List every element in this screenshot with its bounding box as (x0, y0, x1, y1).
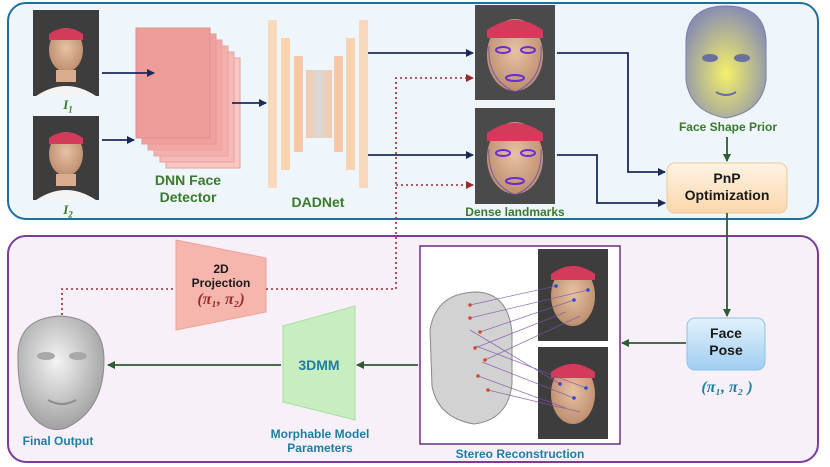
face-pose-box (686, 317, 766, 371)
stereo-reconstruction-block (419, 245, 621, 445)
input-photo-2 (33, 116, 99, 200)
arrow-landmarks1-to-pnp (557, 52, 666, 176)
label-projection-params: (π₁, π₂) (197, 291, 245, 308)
label-i1: I1 (63, 97, 73, 115)
input-photo-1 (33, 10, 99, 96)
label-face-pose-params: (π₁, π₂ ) (701, 379, 753, 396)
dense-landmarks-photo-1 (475, 5, 555, 100)
dadnet-block (268, 20, 368, 188)
dotted-output-to-projection (61, 288, 176, 315)
dense-landmarks-photo-2 (475, 108, 555, 204)
label-stereo-reconstruction: Stereo Reconstruction (455, 447, 585, 461)
label-dadnet: DADNet (291, 194, 345, 210)
dotted-projection-to-landmarks (266, 74, 474, 290)
projection-block (175, 239, 267, 331)
dnn-face-detector-block (135, 27, 241, 169)
threedmm-block (282, 305, 356, 421)
label-final-output: Final Output (22, 434, 94, 448)
label-face-shape-prior: Face Shape Prior (678, 120, 778, 134)
label-pnp-optimization: PnP Optimization (684, 170, 770, 203)
label-face-pose: Face Pose (709, 325, 743, 358)
label-dense-landmarks: Dense landmarks (465, 205, 565, 219)
arrow-landmarks2-to-pnp (557, 154, 666, 207)
label-2d-projection: 2D Projection (191, 262, 251, 291)
label-i2: I2 (63, 202, 73, 220)
final-output-mesh (17, 315, 105, 431)
label-dnn-face-detector: DNN Face Detector (154, 172, 222, 205)
label-morphable-model-parameters: Morphable Model Parameters (270, 427, 370, 456)
face-shape-prior-mesh (685, 5, 767, 119)
label-3dmm: 3DMM (298, 357, 340, 373)
